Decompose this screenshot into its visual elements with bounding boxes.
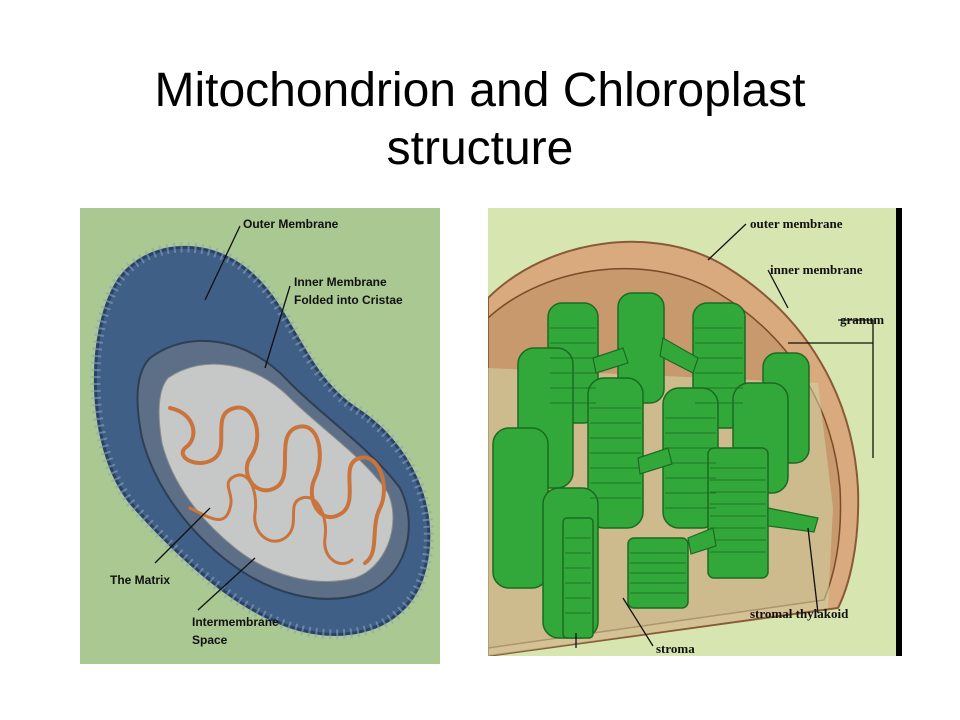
label-inner-membrane-chloro: inner membrane (770, 262, 863, 277)
title-line-1: Mitochondrion and Chloroplast (154, 64, 806, 117)
label-matrix: The Matrix (110, 573, 170, 587)
mito-matrix (158, 363, 394, 582)
title-line-2: structure (386, 122, 574, 175)
mitochondrion-illustration: Outer Membrane Inner Membrane Folded int… (90, 217, 434, 647)
label-folded-cristae: Folded into Cristae (294, 293, 403, 307)
slide-title: Mitochondrion and Chloroplast structure (40, 62, 920, 178)
chloroplast-diagram: outer membrane inner membrane granum str… (488, 208, 902, 656)
panel-border (896, 208, 902, 656)
mitochondrion-diagram: Outer Membrane Inner Membrane Folded int… (80, 208, 440, 664)
mito-cristae (168, 405, 386, 565)
chloro-stromal-thylakoids (592, 337, 819, 555)
label-granum: granum (840, 312, 884, 327)
chloro-grana (492, 292, 810, 639)
label-stromal-thylakoid: stromal thylakoid (750, 606, 849, 621)
chloroplast-illustration: outer membrane inner membrane granum str… (488, 216, 884, 656)
label-outer-membrane-chloro: outer membrane (750, 216, 843, 231)
label-stroma: stroma (656, 641, 695, 656)
label-outer-membrane: Outer Membrane (243, 217, 339, 231)
label-space: Space (192, 633, 228, 647)
label-inner-membrane: Inner Membrane (294, 275, 387, 289)
label-intermembrane: Intermembrane (192, 615, 279, 629)
